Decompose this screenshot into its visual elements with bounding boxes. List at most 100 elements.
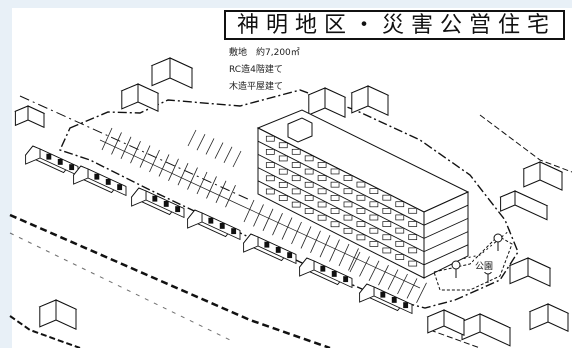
building-wall — [39, 299, 57, 328]
parking-space-line — [319, 235, 331, 258]
house-gable-wall — [73, 165, 89, 185]
parking-space-line — [291, 221, 302, 245]
rc-building-note: RC造4階建て — [229, 65, 283, 75]
building-wall — [137, 83, 159, 112]
rc-four-storey-building — [256, 109, 470, 279]
building-wall — [461, 313, 481, 341]
rc-window — [278, 168, 288, 175]
house-window — [403, 302, 409, 309]
parking-space-line — [262, 208, 274, 231]
house-window — [380, 291, 386, 298]
parking-space-line — [177, 163, 189, 186]
rc-window — [382, 194, 392, 201]
rc-window — [343, 227, 353, 234]
background-houses — [14, 57, 570, 347]
house-window — [231, 228, 237, 235]
floor-slab-line — [257, 180, 425, 266]
site-boundary — [59, 89, 519, 309]
building-wall — [509, 257, 529, 285]
rc-window — [395, 214, 405, 221]
parking-space-line — [111, 132, 122, 155]
rc-window — [304, 168, 314, 175]
house-window — [343, 276, 349, 283]
house-window — [117, 184, 123, 191]
parking-space-line — [158, 154, 170, 177]
building-wall — [324, 87, 346, 118]
parking-space-line — [130, 141, 141, 164]
left-frame-strip — [0, 0, 12, 348]
rc-window — [278, 155, 288, 162]
rc-window — [304, 208, 314, 215]
parking-space-line — [272, 213, 283, 236]
house-window — [208, 217, 214, 224]
rc-building-windows — [265, 135, 418, 267]
building-wall — [527, 257, 551, 287]
rc-window — [304, 155, 314, 162]
floor-slab-line — [423, 217, 469, 239]
floor-slab-line — [257, 167, 425, 253]
rc-window — [356, 234, 366, 241]
parking-lot — [99, 127, 427, 303]
rc-window — [291, 162, 301, 168]
rc-window — [265, 188, 275, 195]
rc-window — [343, 201, 353, 208]
house-window — [275, 246, 281, 253]
building-wall — [55, 299, 77, 330]
rc-window — [278, 195, 288, 201]
rc-window — [369, 241, 379, 247]
parking-space-line — [196, 171, 208, 195]
house-gable-wall — [299, 257, 315, 277]
rc-window — [278, 182, 288, 188]
rc-window — [291, 148, 301, 155]
parking-space-line — [338, 243, 350, 267]
parking-space-line — [378, 265, 389, 286]
rc-window — [408, 207, 418, 214]
house-window — [287, 252, 293, 259]
building-wall — [539, 161, 563, 191]
building-wall — [443, 309, 465, 336]
rc-window — [356, 221, 366, 228]
parking-space-line — [406, 278, 418, 299]
rc-window — [408, 247, 418, 254]
rc-window — [356, 194, 366, 201]
rc-window — [369, 214, 379, 221]
house-window — [219, 222, 225, 229]
wooden-house — [242, 233, 297, 265]
wooden-building-note: 木造平屋建て — [229, 82, 284, 92]
building-wall — [367, 85, 389, 116]
building-wall — [169, 57, 193, 89]
rc-window — [317, 214, 327, 221]
parking-space-line — [349, 251, 361, 273]
house-window — [264, 241, 270, 248]
building-wall — [514, 190, 548, 221]
parking-space-line — [187, 129, 197, 147]
house-gable-wall — [243, 233, 259, 253]
parking-space-line — [223, 146, 233, 163]
building-wall — [547, 303, 569, 332]
parking-space-line — [215, 180, 227, 203]
parking-space-line — [348, 248, 359, 271]
wooden-house — [358, 283, 413, 315]
rc-window — [382, 247, 392, 254]
wooden-house — [24, 145, 79, 177]
wooden-one-storey-houses — [24, 145, 413, 315]
parking-space-line — [329, 239, 340, 262]
parking-space-line — [139, 145, 151, 168]
rc-window — [304, 181, 314, 188]
rc-window — [369, 227, 379, 234]
floor-slab-line — [423, 244, 469, 266]
parking-space-line — [243, 199, 255, 223]
house-window — [320, 265, 326, 272]
rc-window — [317, 188, 327, 195]
rc-window — [304, 195, 314, 201]
rc-window — [265, 162, 275, 168]
house-window — [163, 200, 169, 207]
building-wall — [308, 87, 326, 116]
building-wall — [151, 57, 171, 87]
house-window — [391, 296, 397, 303]
building-wall — [500, 190, 516, 212]
floor-slab-line — [257, 153, 425, 239]
house-window — [46, 153, 52, 160]
rc-window — [395, 240, 405, 247]
